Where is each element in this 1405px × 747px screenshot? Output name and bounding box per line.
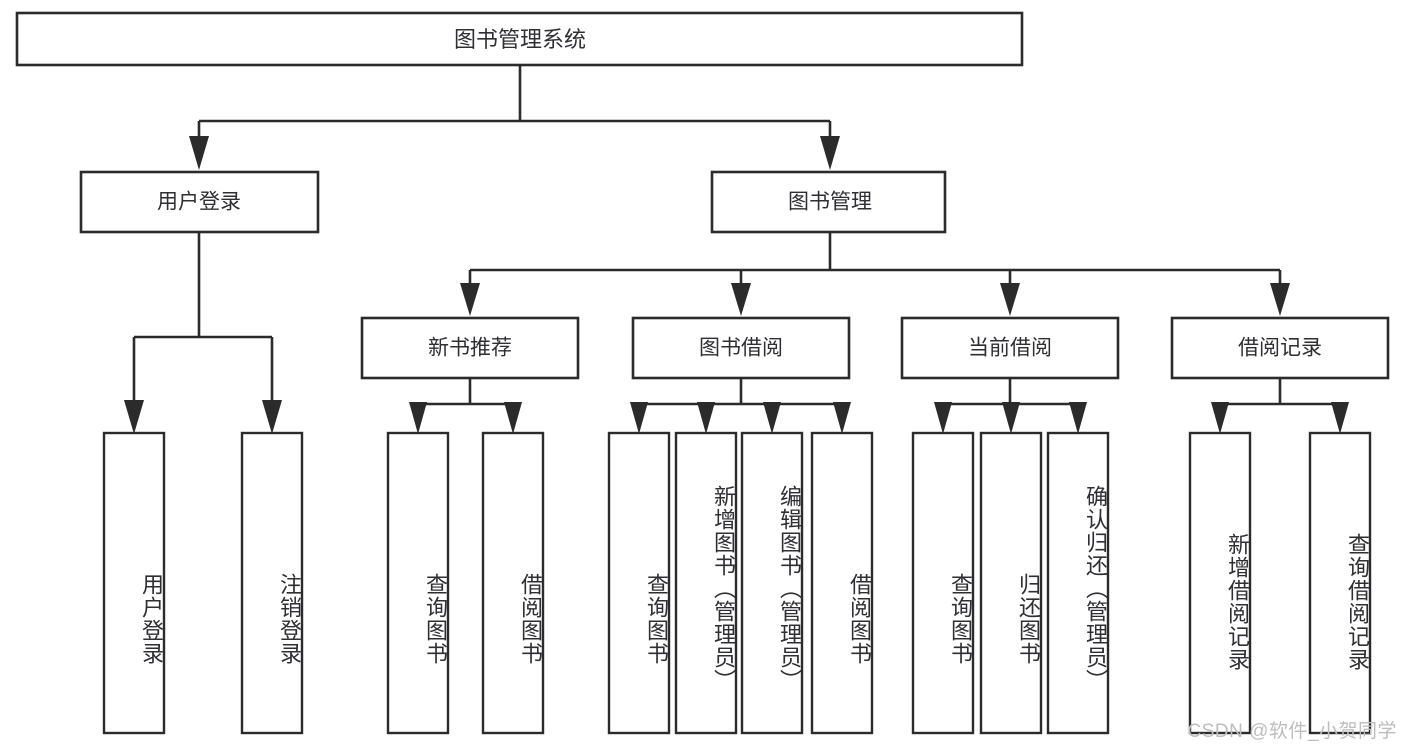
arrow-head-icon (1270, 283, 1290, 316)
node-label-book-management: 图书管理 (788, 191, 872, 214)
leaf-box-borrow-2[interactable] (674, 431, 738, 735)
node-box-new-book-recommend[interactable] (360, 316, 580, 380)
arrow-head-icon (460, 283, 480, 316)
node-box-current-borrow[interactable] (900, 316, 1120, 380)
node-box-borrow-record[interactable] (1170, 316, 1390, 380)
leaf-box-record-2[interactable] (1308, 431, 1372, 735)
node-root-system[interactable]: 图书管理系统 (15, 11, 1024, 67)
arrow-head-icon (731, 283, 751, 316)
arrow-head-icon (504, 402, 522, 434)
arrow-head-icon (1211, 402, 1229, 434)
node-book-borrow[interactable]: 图书借阅 (631, 316, 851, 380)
node-box-root[interactable] (15, 11, 1024, 67)
node-box-book-management[interactable] (710, 170, 947, 234)
leaf-box-borrow-4[interactable] (810, 431, 874, 735)
arrow-head-icon (1002, 402, 1020, 434)
arrow-head-icon (1069, 402, 1087, 434)
node-box-book-borrow[interactable] (631, 316, 851, 380)
watermark-text: CSDN @软件_小贺同学 (1187, 721, 1397, 742)
leaf-box-newbook-1[interactable] (386, 431, 450, 735)
arrow-head-icon (189, 136, 209, 170)
arrow-head-icon (1331, 402, 1349, 434)
arrow-head-icon (934, 402, 952, 434)
leaf-boxes (102, 431, 1372, 735)
arrow-head-icon (820, 136, 840, 170)
node-label-current-borrow: 当前借阅 (968, 337, 1052, 360)
leaf-box-current-3[interactable] (1046, 431, 1110, 735)
node-label-borrow-record: 借阅记录 (1238, 337, 1322, 360)
arrow-heads (124, 136, 1349, 434)
node-label-user-login: 用户登录 (157, 191, 241, 214)
leaf-box-current-2[interactable] (979, 431, 1043, 735)
arrow-head-icon (833, 402, 851, 434)
leaf-box-newbook-2[interactable] (481, 431, 545, 735)
node-book-management[interactable]: 图书管理 (710, 170, 947, 234)
arrow-head-icon (409, 402, 427, 434)
node-label-root: 图书管理系统 (454, 27, 586, 52)
node-user-login[interactable]: 用户登录 (79, 170, 320, 234)
node-current-borrow[interactable]: 当前借阅 (900, 316, 1120, 380)
leaf-box-record-1[interactable] (1188, 431, 1252, 735)
leaf-box-user-login-1[interactable] (102, 431, 166, 735)
leaf-box-current-1[interactable] (911, 431, 975, 735)
arrow-head-icon (262, 400, 282, 434)
node-borrow-record[interactable]: 借阅记录 (1170, 316, 1390, 380)
arrow-head-icon (697, 402, 715, 434)
arrow-head-icon (763, 402, 781, 434)
node-label-book-borrow: 图书借阅 (699, 337, 783, 360)
node-label-new-book-recommend: 新书推荐 (428, 337, 512, 360)
arrow-head-icon (1000, 283, 1020, 316)
leaf-box-borrow-3[interactable] (740, 431, 804, 735)
node-box-user-login[interactable] (79, 170, 320, 234)
node-new-book-recommend[interactable]: 新书推荐 (360, 316, 580, 380)
arrow-head-icon (124, 400, 144, 434)
arrow-head-icon (630, 402, 648, 434)
leaf-box-borrow-1[interactable] (607, 431, 671, 735)
leaf-box-user-login-2[interactable] (240, 431, 304, 735)
